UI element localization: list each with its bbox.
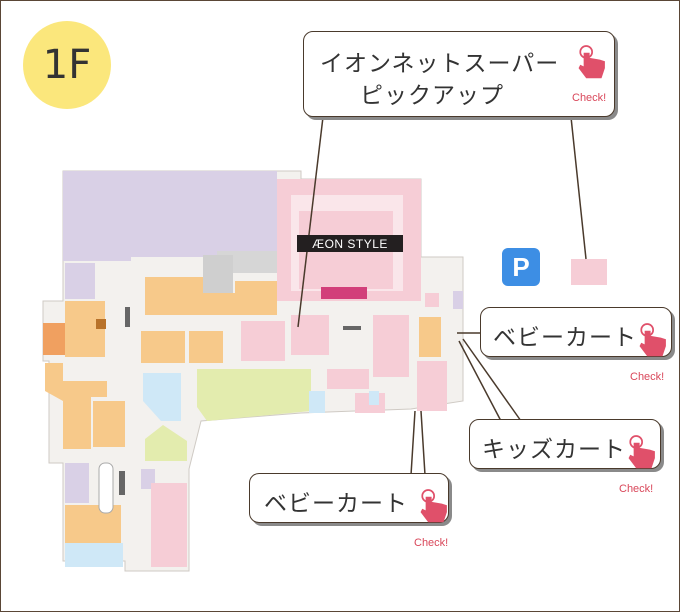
aeon-dept-8 <box>425 293 439 307</box>
callout-net-super-line1: イオンネットスーパー <box>320 51 560 77</box>
net-super-pickup-point[interactable] <box>571 259 607 285</box>
shop-orange-left-2 <box>45 363 107 449</box>
escalator-2 <box>343 326 361 330</box>
shop-orange-1 <box>145 277 235 315</box>
leader-kids-cart-a <box>458 340 502 422</box>
callout-baby-cart-right[interactable]: ベビーカート <box>480 307 672 357</box>
aeon-dept-1 <box>241 321 285 361</box>
shop-orange-4 <box>189 331 223 363</box>
pointing-hand-icon <box>639 323 666 357</box>
leader-baby-cart-bottom-a <box>410 410 416 476</box>
shop-blue-1 <box>143 373 181 421</box>
callout-net-super-line2: ピックアップ <box>360 83 504 109</box>
aeon-dept-7 <box>151 483 187 567</box>
shop-gray-2 <box>203 255 233 295</box>
leader-kids-cart-b <box>462 338 522 422</box>
escalator-1 <box>125 307 130 327</box>
check-label-baby-cart-bottom: Check! <box>414 537 449 549</box>
parking-label: P <box>512 251 530 282</box>
aeon-style-sign: ÆON STYLE <box>297 235 403 252</box>
shop-blue-bottom <box>65 543 123 567</box>
callout-baby-cart-bottom-label: ベビーカート <box>264 491 408 517</box>
shop-orange-right <box>419 317 441 357</box>
pointing-hand-icon <box>420 489 447 523</box>
shop-orange-2 <box>235 281 277 315</box>
check-label: Check! <box>572 92 607 104</box>
pointing-hand-icon <box>578 45 605 79</box>
escalator-3 <box>119 471 125 495</box>
shop-orange-bottom-1 <box>65 505 121 543</box>
shop-green-1 <box>197 369 311 421</box>
leader-net-super-pickup-a <box>570 116 587 260</box>
shop-blue-2 <box>309 391 325 413</box>
aeon-dept-2 <box>291 315 329 355</box>
shop-green-2 <box>145 425 187 461</box>
shop-lavender-large <box>63 171 277 261</box>
check-label-baby-cart-right: Check! <box>630 371 665 383</box>
floor-label: 1F <box>42 42 92 88</box>
shop-brown-small <box>96 319 106 329</box>
aeon-dept-5 <box>417 361 447 411</box>
check-label-kids-cart: Check! <box>619 483 654 495</box>
leader-net-super <box>297 116 324 328</box>
callout-baby-cart-right-label: ベビーカート <box>493 325 637 351</box>
callout-kids-cart-label: キッズカート <box>482 437 626 463</box>
callout-kids-cart[interactable]: キッズカート <box>469 419 661 469</box>
shop-lavender-bottom <box>65 463 89 503</box>
callout-baby-cart-bottom[interactable]: ベビーカート <box>249 473 449 523</box>
shop-orange-left-accent <box>43 323 65 355</box>
shop-orange-left-3 <box>93 401 125 447</box>
leader-baby-cart-bottom-b <box>420 410 426 476</box>
pointing-hand-icon <box>628 435 655 469</box>
aeon-magenta-strip <box>321 287 367 299</box>
aeon-dept-3 <box>373 315 409 377</box>
shop-lavender-small <box>65 263 95 299</box>
shop-orange-3 <box>141 331 185 363</box>
floor-badge: 1F <box>23 21 111 109</box>
callout-net-super[interactable]: イオンネットスーパー ピックアップ Check! <box>303 31 615 117</box>
aeon-style-sign-text: ÆON STYLE <box>312 236 388 251</box>
shop-blue-3 <box>369 391 379 405</box>
aeon-dept-4 <box>327 369 369 389</box>
parking-icon: P <box>502 248 540 286</box>
elevator-white <box>98 462 114 514</box>
aeon-dept-9 <box>453 291 463 309</box>
